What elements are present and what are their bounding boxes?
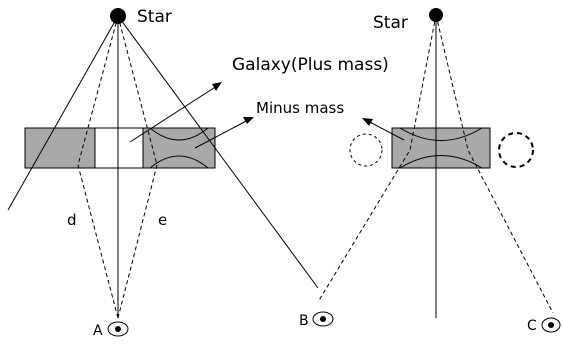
- galaxy-pointer-line: [129, 83, 221, 143]
- right-minus-mass-curve-top: [399, 127, 483, 141]
- right-panel: Star B C: [299, 8, 561, 334]
- left-minus-mass-curve-bottom: [149, 155, 209, 169]
- galaxy-pointer-arrowhead: [212, 82, 222, 91]
- observer-b-label: B: [299, 313, 309, 329]
- left-galaxy-clear-block: [94, 127, 144, 169]
- observer-c-eye-icon: [541, 317, 561, 333]
- left-panel: Star d e Galaxy(Plus mass) Minus mass A: [7, 7, 389, 339]
- right-path-to-b: [317, 14, 437, 303]
- observer-a-eye-icon: [107, 321, 129, 337]
- minus-mass-pointer-arrowhead-left: [243, 117, 254, 124]
- right-path-to-c: [435, 14, 554, 314]
- right-star-label: Star: [373, 13, 408, 33]
- right-minus-mass-block: [391, 127, 491, 169]
- minus-mass-pointer-line-right: [365, 119, 405, 141]
- minus-mass-pointer-line-left: [194, 117, 253, 149]
- left-path-d: [77, 15, 119, 319]
- path-d-label: d: [67, 211, 77, 229]
- minus-mass-label: Minus mass: [256, 99, 344, 117]
- left-minus-mass-curve-top: [149, 127, 209, 141]
- left-ray-to-lower-right: [117, 15, 319, 289]
- left-path-e: [117, 15, 158, 319]
- minus-mass-pointer-arrowhead-right: [362, 118, 373, 126]
- right-virtual-image-right: [498, 132, 534, 168]
- observer-b-eye-icon: [312, 311, 334, 327]
- right-virtual-image-left: [349, 133, 383, 167]
- galaxy-label: Galaxy(Plus mass): [232, 55, 389, 75]
- left-minus-mass-block: [142, 127, 216, 169]
- observer-c-label: C: [527, 318, 537, 334]
- path-e-label: e: [158, 211, 167, 229]
- observer-a-label: A: [93, 323, 103, 339]
- left-star-label: Star: [137, 7, 172, 27]
- left-ray-to-lower-left: [7, 15, 119, 211]
- right-minus-mass-curve-bottom: [399, 155, 483, 169]
